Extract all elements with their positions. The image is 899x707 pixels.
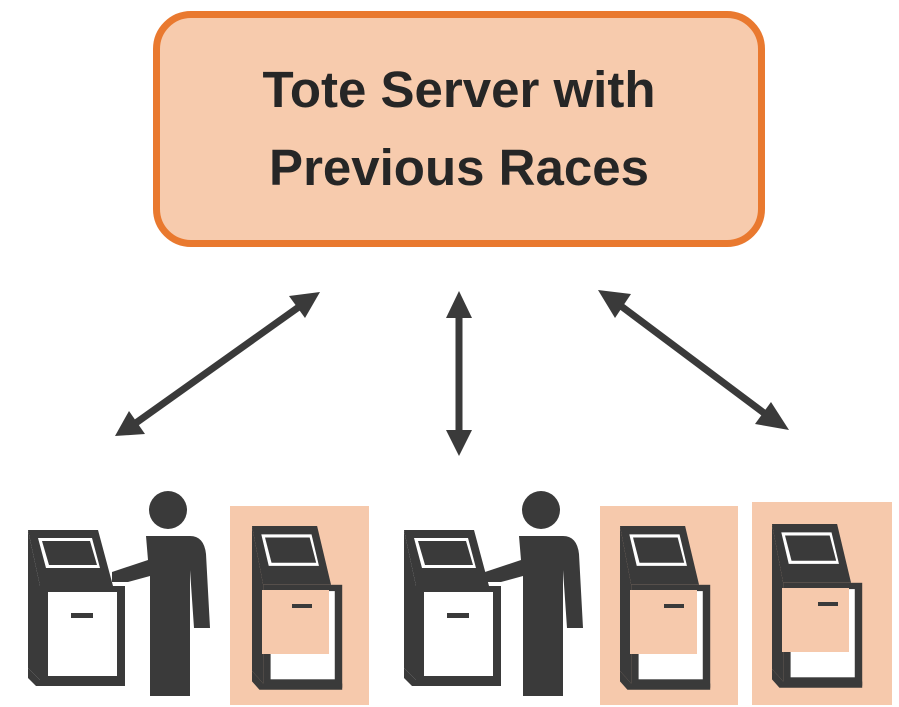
double-headed-arrow-icon: [598, 290, 789, 430]
kiosk-with-person-icon: [28, 491, 210, 696]
double-headed-arrow-icon: [115, 292, 320, 436]
double-headed-arrow-icon: [446, 291, 472, 456]
kiosk-icon: [230, 506, 369, 705]
kiosk-icon: [600, 506, 738, 705]
tote-server-box: Tote Server with Previous Races: [153, 11, 765, 247]
kiosk-icon: [752, 502, 892, 705]
server-title-line-2: Previous Races: [269, 139, 649, 196]
server-title-line-1: Tote Server with: [262, 61, 656, 118]
kiosk-with-person-icon: [404, 491, 583, 696]
